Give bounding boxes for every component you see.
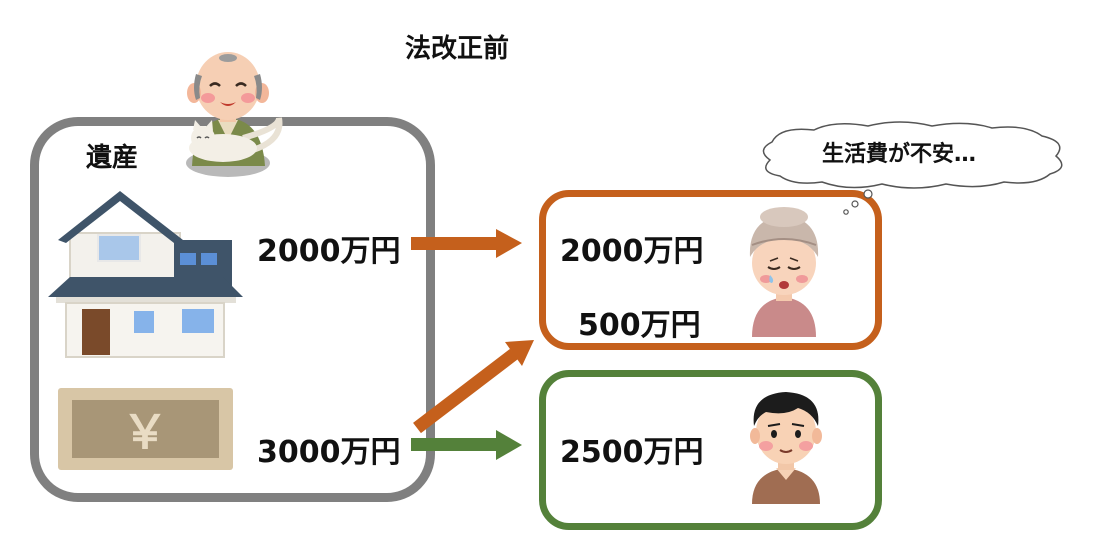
son-icon	[750, 392, 822, 504]
wife-share-box	[539, 190, 882, 350]
cat-icon	[189, 117, 283, 162]
diagram-title: 法改正前	[405, 34, 510, 64]
arrow-cash-to-wife	[413, 340, 534, 434]
thought-cloud-icon	[762, 121, 1063, 215]
arrow-house-to-wife	[411, 229, 522, 258]
grandmother-icon	[749, 207, 819, 337]
estate-label: 遺産	[86, 143, 139, 173]
wife-cash-amount: 500万円	[578, 308, 701, 343]
child-cash-amount: 2500万円	[560, 435, 704, 470]
estate-house-amount: 2000万円	[257, 234, 401, 269]
yen-symbol: ￥	[122, 405, 168, 459]
child-share-box	[539, 370, 882, 530]
banknote-icon: ￥	[58, 388, 233, 470]
wife-house-amount: 2000万円	[560, 234, 704, 269]
house-icon	[48, 191, 243, 358]
estate-cash-amount: 3000万円	[257, 435, 401, 470]
arrow-cash-to-child	[411, 430, 522, 460]
thought-text: 生活費が不安…	[822, 142, 977, 167]
